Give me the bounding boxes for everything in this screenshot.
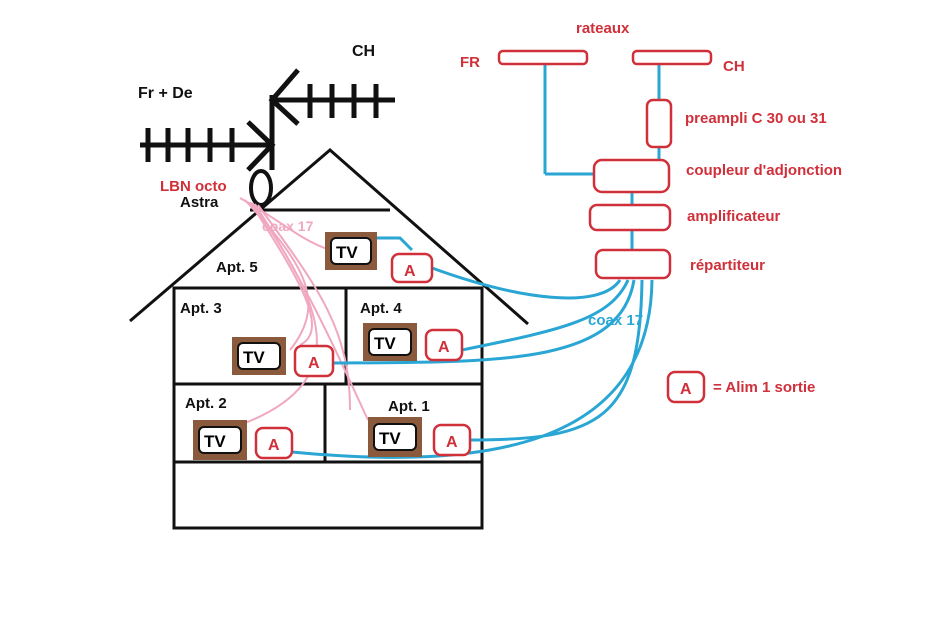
alim-label: A [446,434,458,451]
rateau-ch [631,49,713,66]
label-coax-right: coax 17 [588,312,643,329]
alim-apt4 [424,328,464,362]
label-apt4: Apt. 4 [360,300,402,317]
alim-label: A [308,355,320,372]
tv-apt3: TV [232,337,286,375]
antenna-fr-de [140,120,276,172]
alim-label: A [404,263,416,280]
alim-apt1 [432,423,472,457]
label-fr-de: Fr + De [138,85,193,102]
tv-label: TV [374,334,396,353]
legend-text: = Alim 1 sortie [713,379,815,396]
label-apt3: Apt. 3 [180,300,222,317]
antenna-ch [268,68,395,126]
label-apt5: Apt. 5 [216,259,258,276]
label-repartiteur: répartiteur [690,257,765,274]
label-apt2: Apt. 2 [185,395,227,412]
label-antenna-ch: CH [352,43,375,60]
distribution-components [497,49,713,280]
label-preampli: preampli C 30 ou 31 [685,110,827,127]
label-amplificateur: amplificateur [687,208,781,225]
alim-apt5 [390,252,434,284]
satellite-dish-lnb [249,169,273,207]
label-coax-top: coax 17 [262,218,314,234]
label-ch: CH [723,58,745,75]
alim-boxes [254,252,706,460]
tv-apt1: TV [368,417,422,457]
tv-apt2: TV [193,420,247,460]
tv-label: TV [204,432,226,451]
label-coupleur: coupleur d'adjonction [686,162,842,179]
repartiteur-box [594,248,672,280]
label-astra: Astra [180,194,219,211]
legend-symbol: A [680,381,692,398]
tv-label: TV [336,243,358,262]
tv-label: TV [243,348,265,367]
preampli-box [645,98,673,149]
amplificateur-box [588,203,672,232]
alim-apt2 [254,426,294,460]
label-fr: FR [460,54,480,71]
house-outline [129,148,529,530]
alim-legend [666,370,706,404]
alim-label: A [438,339,450,356]
coupleur-box [592,158,671,194]
alim-apt3 [293,344,335,378]
tv-label: TV [379,429,401,448]
label-lnb: LBN octo [160,178,227,195]
tv-apt4: TV [363,323,417,361]
rateau-fr [497,49,589,66]
pink-coax-lines [239,197,369,426]
alim-label: A [268,437,280,454]
tv-apt5: TV [325,232,377,270]
label-apt1: Apt. 1 [388,398,430,415]
label-rateaux: rateaux [576,20,630,37]
